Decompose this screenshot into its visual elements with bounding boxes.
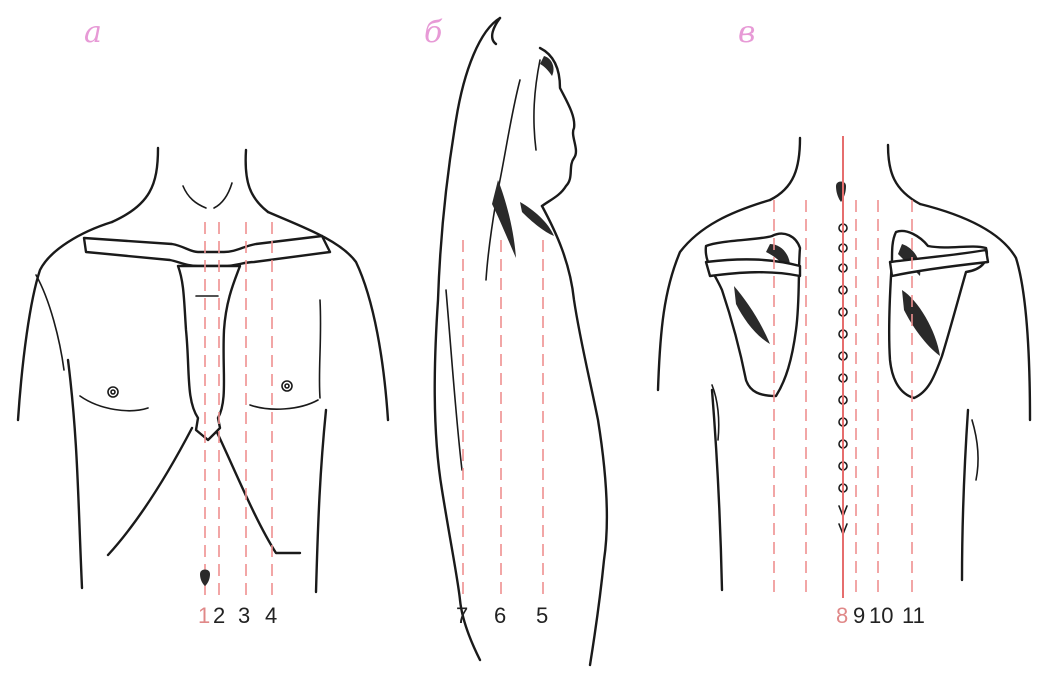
line-number-11: 11	[902, 603, 925, 628]
panel-posterior: в	[658, 15, 1030, 628]
lateral-guide-lines	[463, 240, 543, 598]
panel-letter-a: а	[84, 15, 102, 50]
lateral-line-numbers: 7 6 5	[456, 603, 548, 628]
panel-lateral: б 7 6 5	[424, 15, 607, 665]
line-number-4: 4	[265, 603, 277, 628]
lateral-figure-outline	[435, 18, 607, 665]
navel-marker	[200, 570, 210, 587]
line-number-5: 5	[536, 603, 548, 628]
line-number-8: 8	[836, 603, 848, 628]
sternum-and-clavicles	[84, 236, 330, 440]
panel-letter-v: в	[738, 15, 755, 50]
line-number-7: 7	[456, 603, 468, 628]
spine-vertebrae	[836, 182, 847, 535]
panel-anterior: а	[18, 15, 388, 628]
line-number-10: 10	[869, 603, 893, 628]
line-number-3: 3	[238, 603, 250, 628]
line-number-6: 6	[494, 603, 506, 628]
panel-letter-b: б	[424, 15, 443, 50]
line-number-2: 2	[213, 603, 225, 628]
line-number-9: 9	[853, 603, 865, 628]
posterior-line-numbers: 8 9 10 11	[836, 603, 925, 628]
line-number-1: 1	[198, 603, 210, 628]
anterior-line-numbers: 1 2 3 4	[198, 603, 277, 628]
